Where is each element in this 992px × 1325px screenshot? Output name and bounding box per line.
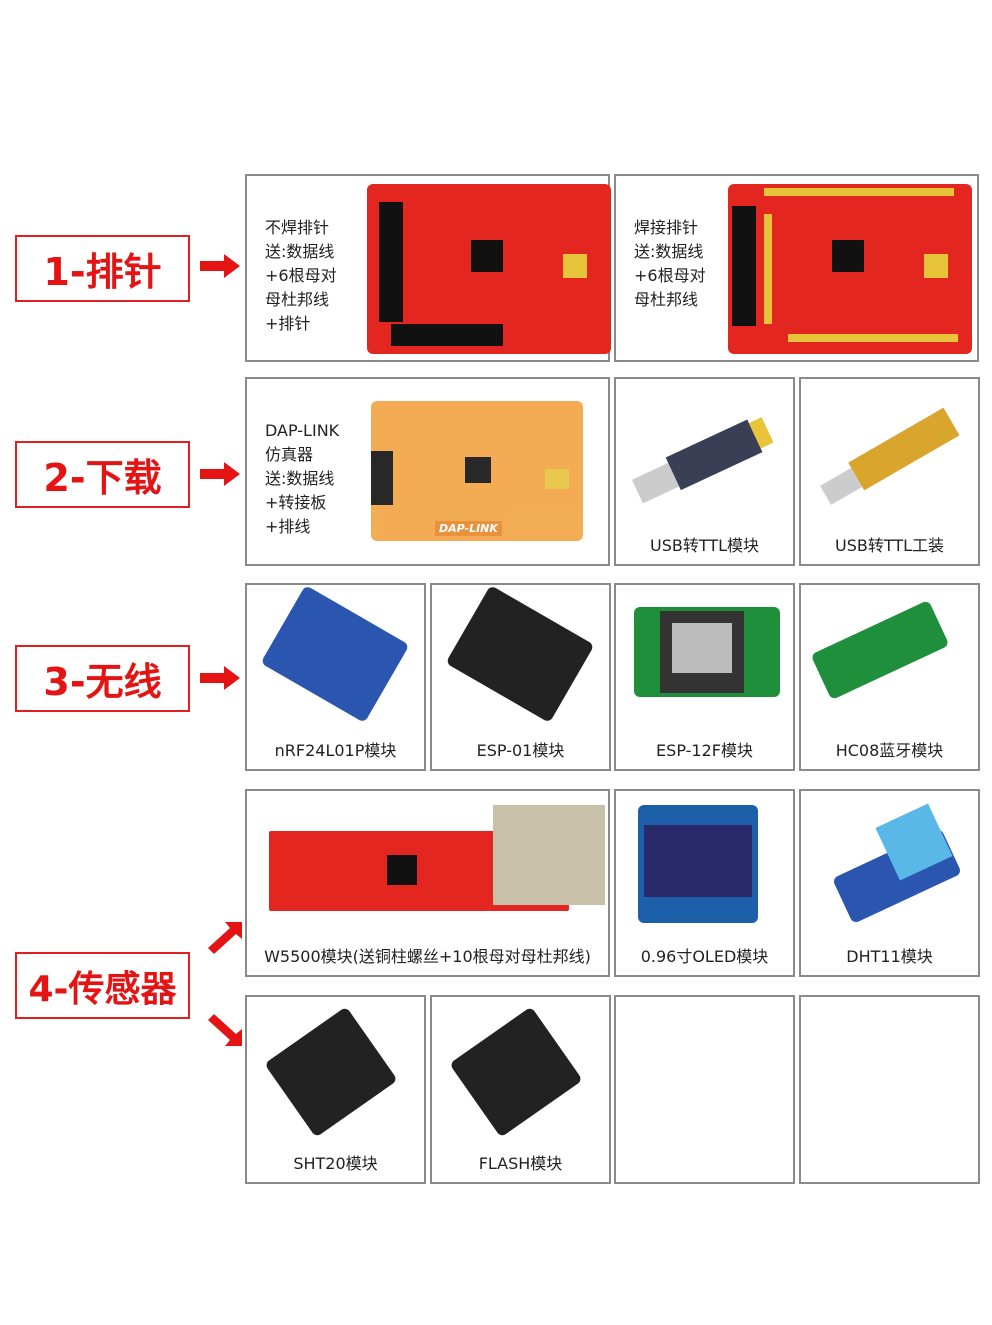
section-label-wireless: 3-无线 (15, 645, 190, 712)
usb-ttl-caption: USB转TTL模块 (649, 536, 760, 555)
board-unsoldered-desc: 不焊排针 送:数据线 +6根母对 母杜邦线 +排针 (265, 218, 337, 333)
arrow-down-right-icon (208, 1014, 242, 1046)
sht20-card: SHT20模块 (245, 995, 426, 1184)
flash-image (449, 1006, 583, 1138)
dap-link-logo: DAP-LINK (435, 521, 502, 536)
dap-link-image: DAP-LINK (371, 401, 583, 541)
esp12f-caption: ESP-12F模块 (656, 741, 753, 760)
esp01-caption: ESP-01模块 (476, 741, 565, 760)
arrow-right-icon (200, 462, 240, 486)
board-soldered-desc: 焊接排针 送:数据线 +6根母对 母杜邦线 (634, 218, 706, 309)
arrow-right-icon (200, 666, 240, 690)
dap-link-desc: DAP-LINK 仿真器 送:数据线 +转接板 +排线 (265, 421, 340, 536)
dht11-caption: DHT11模块 (846, 947, 933, 966)
sht20-image (264, 1006, 398, 1138)
oled-caption: 0.96寸OLED模块 (640, 947, 769, 966)
usb-ttl-tool-caption: USB转TTL工装 (834, 536, 945, 555)
flash-card: FLASH模块 (430, 995, 611, 1184)
sht20-caption: SHT20模块 (293, 1154, 378, 1173)
rj45-jack-image (493, 805, 605, 905)
w5500-card: W5500模块(送铜柱螺丝+10根母对母杜邦线) (245, 789, 610, 977)
usb-ttl-tool-card: USB转TTL工装 (799, 377, 980, 566)
stm32-board-soldered-image (728, 184, 972, 354)
nrf24-image (260, 585, 410, 723)
usb-ttl-card: USB转TTL模块 (614, 377, 795, 566)
empty-card (614, 995, 795, 1184)
esp12f-image (634, 607, 780, 697)
esp12f-card: ESP-12F模块 (614, 583, 795, 771)
esp01-card: ESP-01模块 (430, 583, 611, 771)
oled-image (638, 805, 758, 923)
section-label-sensors: 4-传感器 (15, 952, 190, 1019)
dht11-card: DHT11模块 (799, 789, 980, 977)
hc08-card: HC08蓝牙模块 (799, 583, 980, 771)
usb-ttl-tool-image (816, 404, 964, 510)
oled-card: 0.96寸OLED模块 (614, 789, 795, 977)
esp01-image (445, 585, 595, 723)
nrf24-caption: nRF24L01P模块 (274, 741, 397, 760)
arrow-up-right-icon (208, 922, 242, 954)
arrow-right-icon (200, 254, 240, 278)
board-unsoldered-card: 不焊排针 送:数据线 +6根母对 母杜邦线 +排针 (245, 174, 611, 362)
dap-link-card: DAP-LINK 仿真器 送:数据线 +转接板 +排线 DAP-LINK (245, 377, 610, 566)
empty-card (799, 995, 980, 1184)
hc08-caption: HC08蓝牙模块 (835, 741, 944, 760)
usb-ttl-image (629, 409, 782, 509)
nrf24-card: nRF24L01P模块 (245, 583, 426, 771)
stm32-board-image (367, 184, 611, 354)
w5500-caption: W5500模块(送铜柱螺丝+10根母对母杜邦线) (264, 947, 591, 966)
section-label-download: 2-下载 (15, 441, 190, 508)
section-label-headers: 1-排针 (15, 235, 190, 302)
board-soldered-card: 焊接排针 送:数据线 +6根母对 母杜邦线 (614, 174, 979, 362)
flash-caption: FLASH模块 (478, 1154, 563, 1173)
hc08-image (810, 599, 950, 701)
